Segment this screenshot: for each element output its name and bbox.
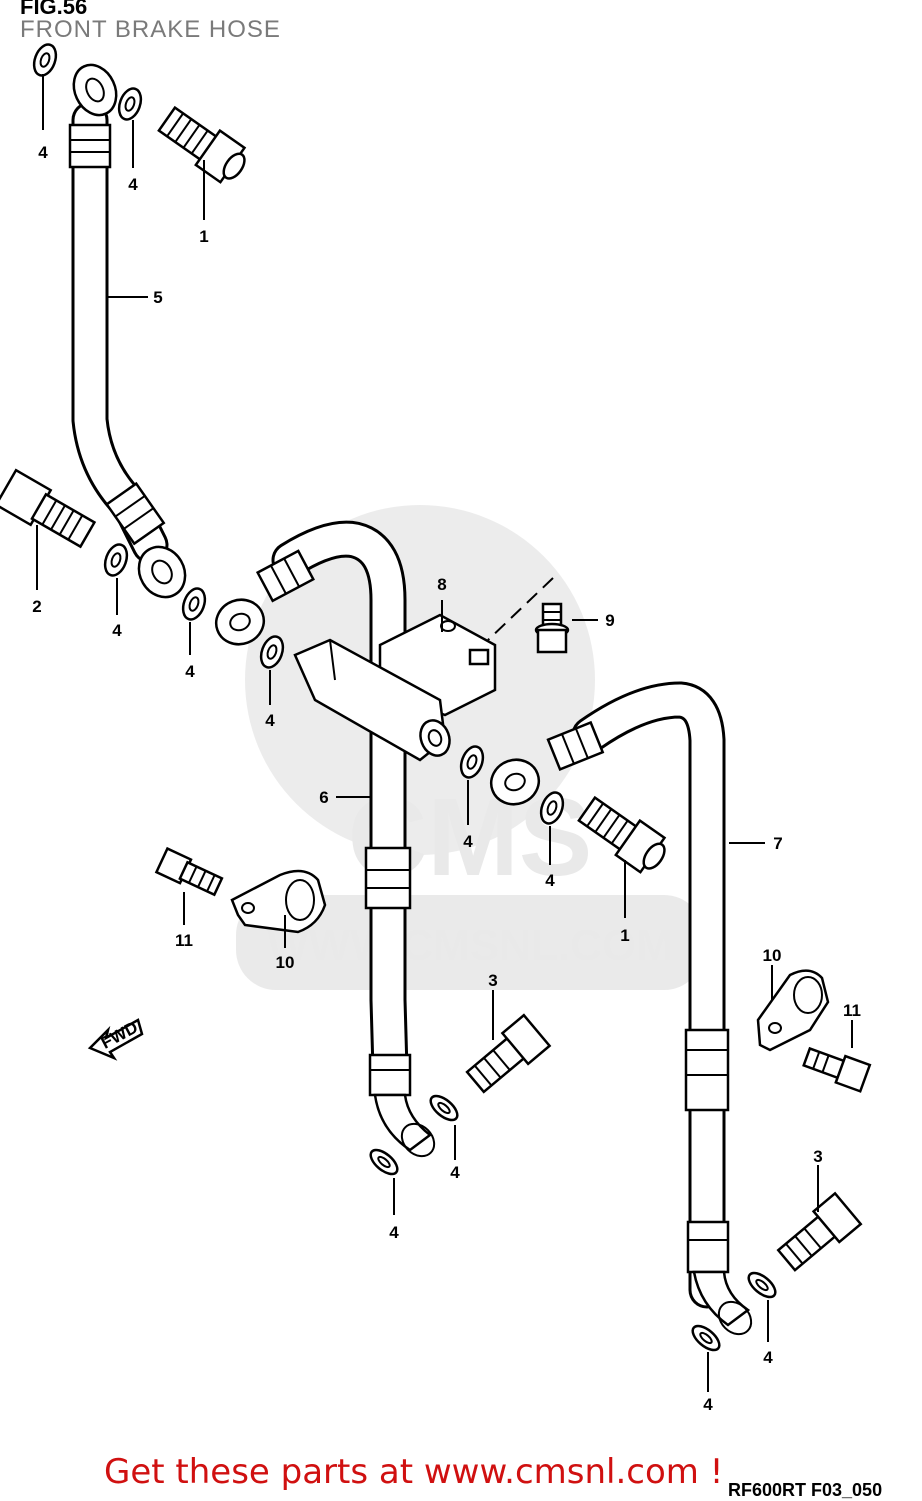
callout-4: 4 bbox=[112, 621, 122, 640]
hose-joint-8[interactable] bbox=[293, 613, 497, 762]
callout-11: 11 bbox=[843, 1001, 861, 1020]
union-bolt-2[interactable] bbox=[0, 468, 97, 552]
callout-4: 4 bbox=[463, 832, 473, 851]
bolt-11-left[interactable] bbox=[154, 846, 224, 899]
watermark-url: WWW.CMSNL.COM bbox=[267, 921, 673, 970]
figure-title: FRONT BRAKE HOSE bbox=[20, 16, 281, 43]
brake-hose-6[interactable] bbox=[210, 520, 441, 1162]
callout-4: 4 bbox=[38, 143, 48, 162]
callout-11: 11 bbox=[175, 931, 193, 950]
callout-8: 8 bbox=[437, 575, 446, 594]
union-bolt-3-right[interactable] bbox=[774, 1191, 863, 1275]
callout-10: 10 bbox=[763, 946, 782, 965]
callout-4: 4 bbox=[389, 1223, 399, 1242]
callout-labels: 4 4 1 5 2 4 4 4 8 9 6 4 4 1 7 11 10 3 4 … bbox=[32, 143, 861, 1414]
bolt-11-right[interactable] bbox=[802, 1044, 872, 1093]
callout-4: 4 bbox=[265, 711, 275, 730]
drawing-code: RF600RT F03_050 bbox=[728, 1480, 883, 1500]
callout-9: 9 bbox=[605, 611, 614, 630]
callout-4: 4 bbox=[450, 1163, 460, 1182]
forward-direction-arrow: FWD bbox=[87, 1018, 144, 1061]
callout-2: 2 bbox=[32, 597, 41, 616]
callout-4: 4 bbox=[545, 871, 555, 890]
callout-4: 4 bbox=[763, 1348, 773, 1367]
figure-number: FIG.56 bbox=[20, 0, 88, 19]
union-bolt-1-bottom[interactable] bbox=[575, 792, 673, 878]
callout-4: 4 bbox=[185, 662, 195, 681]
leader-lines bbox=[36, 74, 853, 1392]
callout-10: 10 bbox=[276, 953, 295, 972]
callout-3: 3 bbox=[488, 971, 497, 990]
hose-clamp-10-right[interactable] bbox=[756, 969, 830, 1052]
brake-hose-5[interactable] bbox=[66, 58, 194, 606]
union-bolt-1-top[interactable] bbox=[155, 102, 253, 188]
callout-1: 1 bbox=[199, 227, 208, 246]
callout-5: 5 bbox=[153, 288, 162, 307]
callout-3: 3 bbox=[813, 1147, 822, 1166]
callout-7: 7 bbox=[773, 834, 782, 853]
callout-4: 4 bbox=[128, 175, 138, 194]
brake-hose-7[interactable] bbox=[485, 681, 758, 1341]
union-bolt-3-left[interactable] bbox=[463, 1013, 552, 1097]
buy-parts-link[interactable]: Get these parts at www.cmsnl.com ! bbox=[104, 1452, 724, 1492]
callout-4: 4 bbox=[703, 1395, 713, 1414]
hose-clamp-10-left[interactable] bbox=[230, 869, 327, 934]
callout-6: 6 bbox=[319, 788, 328, 807]
gaskets-4[interactable] bbox=[30, 42, 779, 1355]
callout-1: 1 bbox=[620, 926, 629, 945]
bolt-9[interactable] bbox=[534, 602, 570, 654]
